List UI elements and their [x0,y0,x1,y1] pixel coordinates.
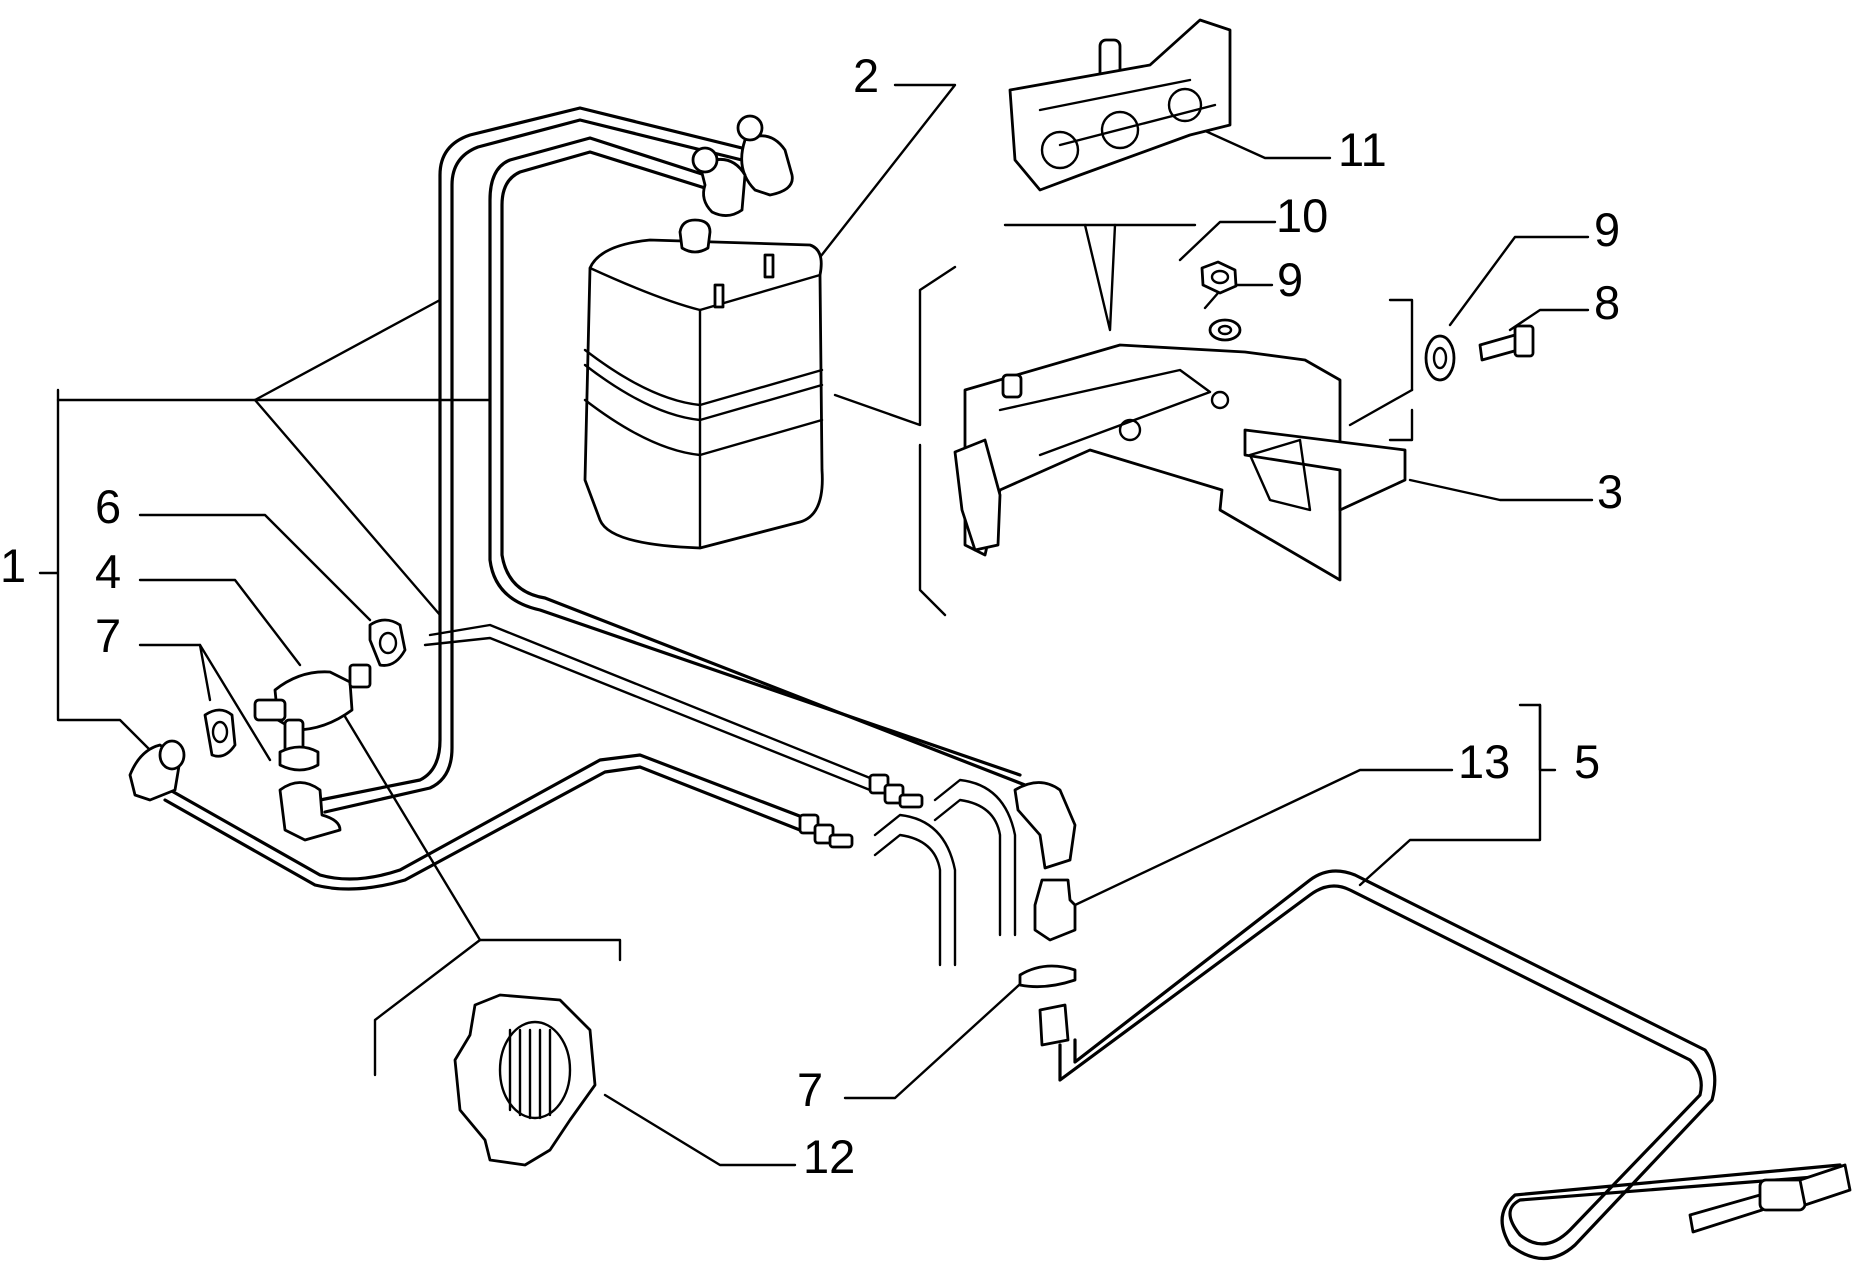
bracket-11 [1008,18,1232,192]
callout-9: 9 [1594,203,1621,256]
callout-8: 8 [1594,276,1621,329]
callout-5: 5 [1574,735,1601,788]
top-elbows [691,114,794,217]
callout-12: 12 [803,1130,856,1183]
callout-7: 7 [95,609,122,662]
callout-9: 9 [1277,253,1304,306]
bracket-12 [453,993,597,1167]
canister [583,218,824,550]
small-hardware [1200,260,1535,382]
callout-4: 4 [95,545,122,598]
callout-1: 1 [0,539,27,592]
hose-lines [163,106,1842,1260]
hose-end-fitting [1688,1163,1852,1234]
right-fittings [1013,781,1077,1047]
bracket-3 [953,343,1407,582]
leader-lines [38,83,1594,1167]
callout-7: 7 [797,1063,824,1116]
valve-and-clamps [203,618,407,842]
callout-10: 10 [1276,189,1329,242]
pipe-connectors [798,773,924,849]
callout-2: 2 [853,49,880,102]
callout-13: 13 [1458,735,1511,788]
callout-11: 11 [1338,123,1387,176]
callout-3: 3 [1597,465,1624,518]
callout-6: 6 [95,480,122,533]
left-elbow [128,739,186,802]
